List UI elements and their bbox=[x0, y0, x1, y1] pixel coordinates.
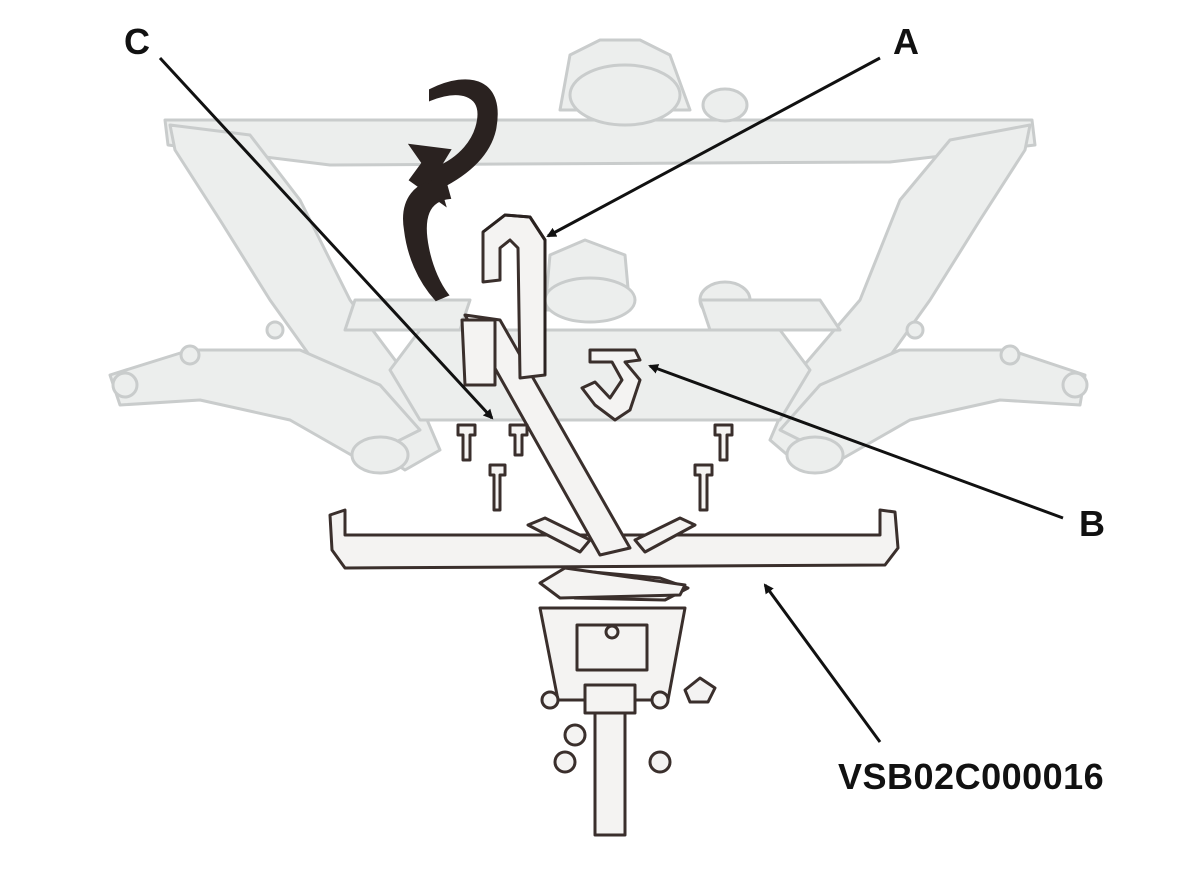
leader-line-a bbox=[546, 56, 881, 238]
rotation-direction-arrow bbox=[403, 79, 498, 302]
callout-label-b: B bbox=[1079, 503, 1105, 544]
leader-lines bbox=[158, 56, 1064, 743]
leader-line-b bbox=[648, 364, 1064, 520]
subframe-adapter-tool bbox=[328, 213, 900, 837]
figure-code-label: VSB02C000016 bbox=[838, 756, 1105, 797]
hook-strap bbox=[482, 213, 547, 375]
ghosted-subframe bbox=[108, 38, 1089, 475]
callout-label-c: C bbox=[124, 21, 150, 62]
leader-line-c bbox=[158, 56, 494, 420]
leader-line-tool bbox=[763, 583, 882, 743]
callout-label-a: A bbox=[893, 21, 919, 62]
